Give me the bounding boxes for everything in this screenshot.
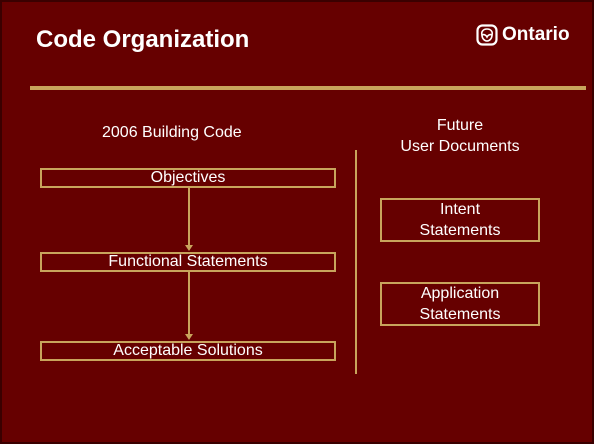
ontario-logo: Ontario <box>476 24 570 46</box>
intent-statements-line2: Statements <box>419 222 501 239</box>
logo-text: Ontario <box>502 24 570 45</box>
functional-statements-box: Functional Statements <box>40 252 336 272</box>
arrow-down-icon <box>185 245 193 251</box>
trillium-icon <box>476 24 498 46</box>
application-statements-line2: Statements <box>419 306 501 323</box>
connector-line-2 <box>188 272 190 335</box>
application-statements-box: Application Statements <box>380 282 540 326</box>
slide-title: Code Organization <box>36 26 250 53</box>
intent-statements-line1: Intent <box>439 201 481 218</box>
acceptable-solutions-box: Acceptable Solutions <box>40 341 336 361</box>
objectives-box: Objectives <box>40 168 336 188</box>
right-heading-line2: User Documents <box>400 138 520 155</box>
column-divider <box>355 150 357 374</box>
left-heading: 2006 Building Code <box>102 124 242 141</box>
functional-statements-label: Functional Statements <box>108 253 268 270</box>
connector-line-1 <box>188 188 190 246</box>
title-rule <box>30 86 586 90</box>
application-statements-line1: Application <box>420 285 500 302</box>
right-heading-line1: Future <box>436 117 484 134</box>
objectives-label: Objectives <box>150 169 226 186</box>
arrow-down-icon <box>185 334 193 340</box>
intent-statements-box: Intent Statements <box>380 198 540 242</box>
acceptable-solutions-label: Acceptable Solutions <box>113 342 263 359</box>
right-heading: Future User Documents <box>380 115 540 157</box>
